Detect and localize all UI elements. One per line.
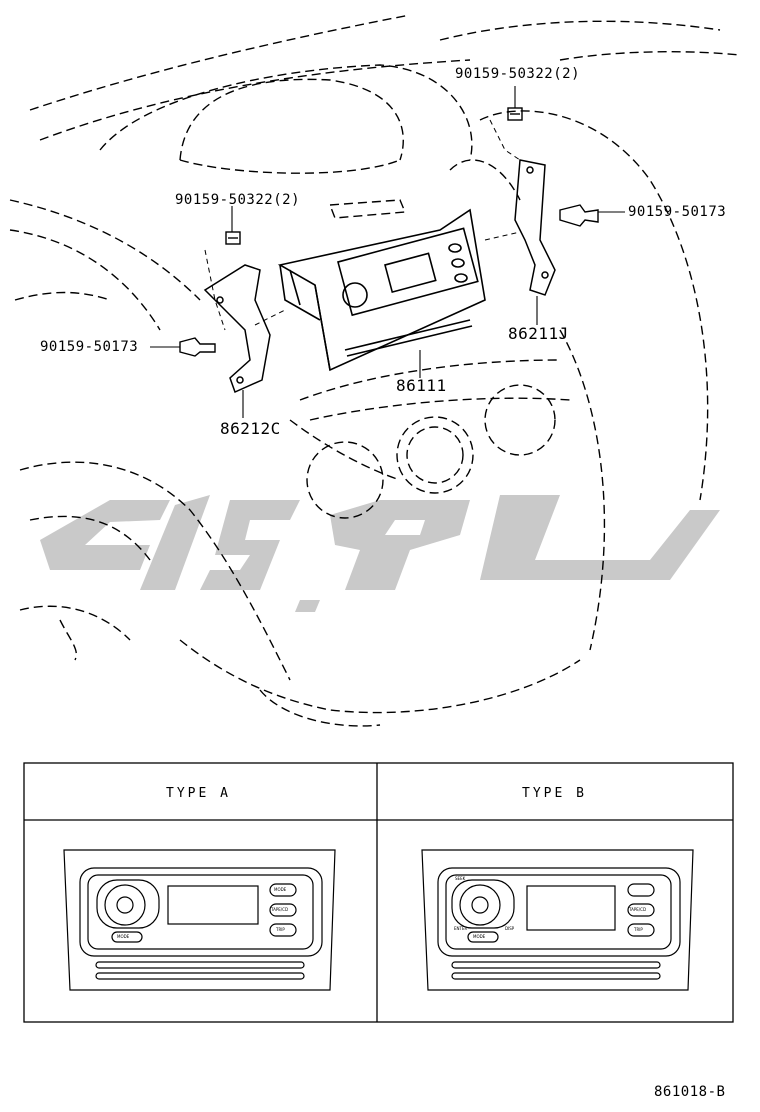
type-b-button-label: TAPE/CD: [629, 907, 647, 912]
part-label-screw-right: 90159-50173: [628, 204, 727, 220]
type-a-button-label: MODE: [274, 887, 287, 892]
mount-dashes: [204, 119, 521, 331]
bracket-left: [203, 264, 271, 394]
type-b-button-label: MODE: [473, 934, 486, 939]
watermark-logo: [40, 495, 720, 612]
radio-head-unit: [277, 208, 486, 372]
part-label-bracket-left: 86212C: [220, 419, 281, 438]
part-label-bolt-mid-left: 90159-50322(2): [175, 192, 301, 208]
type-b-button-label: ENTER: [454, 926, 468, 931]
type-a-button-label: TAPE/CD: [271, 907, 289, 912]
type-a-faceplate: [63, 849, 336, 991]
bolt-icon: [179, 107, 599, 357]
part-label-radio-unit: 86111: [396, 376, 447, 395]
type-a-button-label: TRIP: [276, 927, 285, 932]
dashboard-outline: [9, 14, 741, 727]
part-label-screw-left: 90159-50173: [40, 339, 139, 355]
type-b-button-label: SEEK: [455, 876, 466, 881]
drawing-id: 861018-B: [654, 1084, 726, 1100]
type-table: [23, 762, 734, 1023]
type-b-button-label: DISP: [505, 926, 515, 931]
type-b-header: TYPE B: [522, 786, 587, 801]
part-label-bolt-top-right: 90159-50322(2): [455, 66, 581, 82]
type-a-button-label: MODE: [117, 934, 130, 939]
leader-lines: [150, 86, 625, 418]
type-b-button-label: TRIP: [634, 927, 643, 932]
type-b-faceplate: [421, 849, 694, 991]
part-label-bracket-right: 86211J: [508, 324, 569, 343]
bracket-right: [514, 159, 556, 296]
type-a-header: TYPE A: [166, 786, 231, 801]
